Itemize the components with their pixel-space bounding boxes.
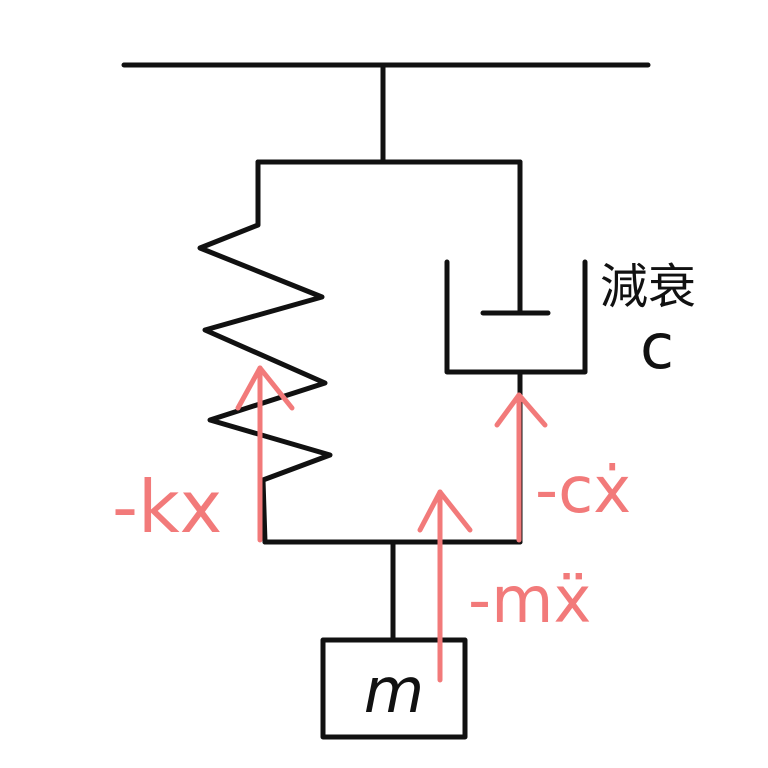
spring-force-arrow <box>235 365 295 543</box>
damping-force-label: -cẋ <box>535 454 631 528</box>
spring <box>197 159 333 545</box>
inertial-force-arrow <box>417 489 473 683</box>
mass-label: m <box>364 654 424 727</box>
damper-cylinder <box>444 259 588 375</box>
damping-symbol: c <box>640 310 674 383</box>
damping-force-arrow <box>494 392 548 543</box>
damper-label: 減衰 <box>600 259 696 315</box>
inertial-force-label: -mẍ <box>468 564 591 638</box>
spring-force-label: -kx <box>112 465 222 549</box>
mass-box <box>320 637 468 740</box>
